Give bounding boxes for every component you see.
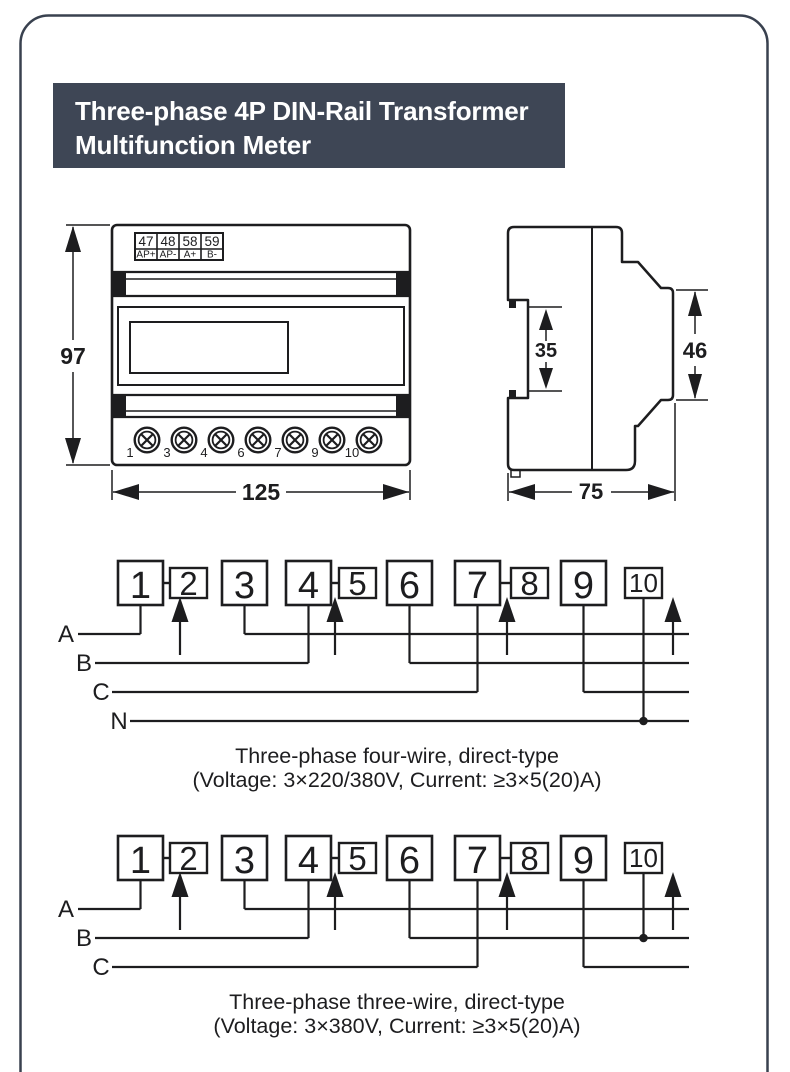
dim-75-label: 75 — [579, 479, 603, 504]
terminal-box-3: 3 — [234, 565, 255, 607]
terminal-box-5: 5 — [348, 840, 366, 877]
terminal-box-8: 8 — [520, 840, 538, 877]
phase-label-C: C — [92, 954, 109, 981]
terminal-box-2: 2 — [179, 565, 197, 602]
terminal-table-bottom-AP+: AP+ — [136, 250, 155, 261]
terminal-box-9: 9 — [573, 565, 594, 607]
page-title-line1: Three-phase 4P DIN-Rail Transformer — [75, 96, 529, 126]
terminal-table-bottom-A+: A+ — [184, 250, 197, 261]
title-banner: Three-phase 4P DIN-Rail Transformer Mult… — [53, 83, 565, 168]
terminal-box-10: 10 — [629, 843, 658, 873]
terminal-box-1: 1 — [130, 565, 151, 607]
terminal-box-4: 4 — [298, 840, 319, 882]
terminal-box-8: 8 — [520, 565, 538, 602]
dim-97-label: 97 — [60, 343, 86, 369]
dim-46-label: 46 — [683, 338, 707, 363]
phase-label-B: B — [76, 925, 92, 952]
phase-label-B: B — [76, 650, 92, 677]
terminal-box-1: 1 — [130, 840, 151, 882]
terminal-box-4: 4 — [298, 565, 319, 607]
dimension-97: 97 — [60, 224, 110, 466]
page-frame — [19, 14, 769, 1072]
dimension-75: 75 — [507, 403, 676, 504]
terminal-box-7: 7 — [467, 565, 488, 607]
phase-label-C: C — [92, 679, 109, 706]
terminal-box-10: 10 — [629, 568, 658, 598]
terminal-table-top-48: 48 — [160, 234, 175, 249]
wiring-caption-line1: Three-phase four-wire, direct-type — [235, 744, 559, 768]
screw-number: 4 — [200, 445, 207, 460]
wiring-caption-line2: (Voltage: 3×380V, Current: ≥3×5(20)A) — [213, 1014, 580, 1038]
terminal-table-bottom-AP-: AP- — [160, 250, 177, 261]
phase-label-A: A — [58, 896, 74, 923]
phase-label-N: N — [110, 708, 127, 735]
terminal-box-5: 5 — [348, 565, 366, 602]
screw-number: 3 — [163, 445, 170, 460]
terminal-box-6: 6 — [399, 840, 420, 882]
terminal-table-bottom-B-: B- — [207, 250, 217, 261]
phase-label-A: A — [58, 621, 74, 648]
screw-number: 10 — [345, 445, 359, 460]
terminal-table-top-59: 59 — [204, 234, 219, 249]
terminal-box-9: 9 — [573, 840, 594, 882]
page-title-line2: Multifunction Meter — [75, 130, 311, 160]
dim-125-label: 125 — [242, 479, 281, 505]
terminal-box-7: 7 — [467, 840, 488, 882]
screw-number: 1 — [126, 445, 133, 460]
wiring-caption-line1: Three-phase three-wire, direct-type — [229, 990, 565, 1014]
terminal-box-6: 6 — [399, 565, 420, 607]
screw-number: 7 — [274, 445, 281, 460]
dimension-46: 46 — [676, 289, 708, 401]
terminal-box-3: 3 — [234, 840, 255, 882]
dimension-35: 35 — [529, 306, 562, 392]
screw-number: 9 — [311, 445, 318, 460]
terminal-table-top-58: 58 — [182, 234, 197, 249]
side-view — [506, 225, 675, 478]
dimension-125: 125 — [111, 470, 411, 505]
screw-number: 6 — [237, 445, 244, 460]
wiring-caption-line2: (Voltage: 3×220/380V, Current: ≥3×5(20)A… — [192, 768, 601, 792]
terminal-box-2: 2 — [179, 840, 197, 877]
dim-35-label: 35 — [535, 340, 557, 362]
terminal-table-top-47: 47 — [138, 234, 153, 249]
